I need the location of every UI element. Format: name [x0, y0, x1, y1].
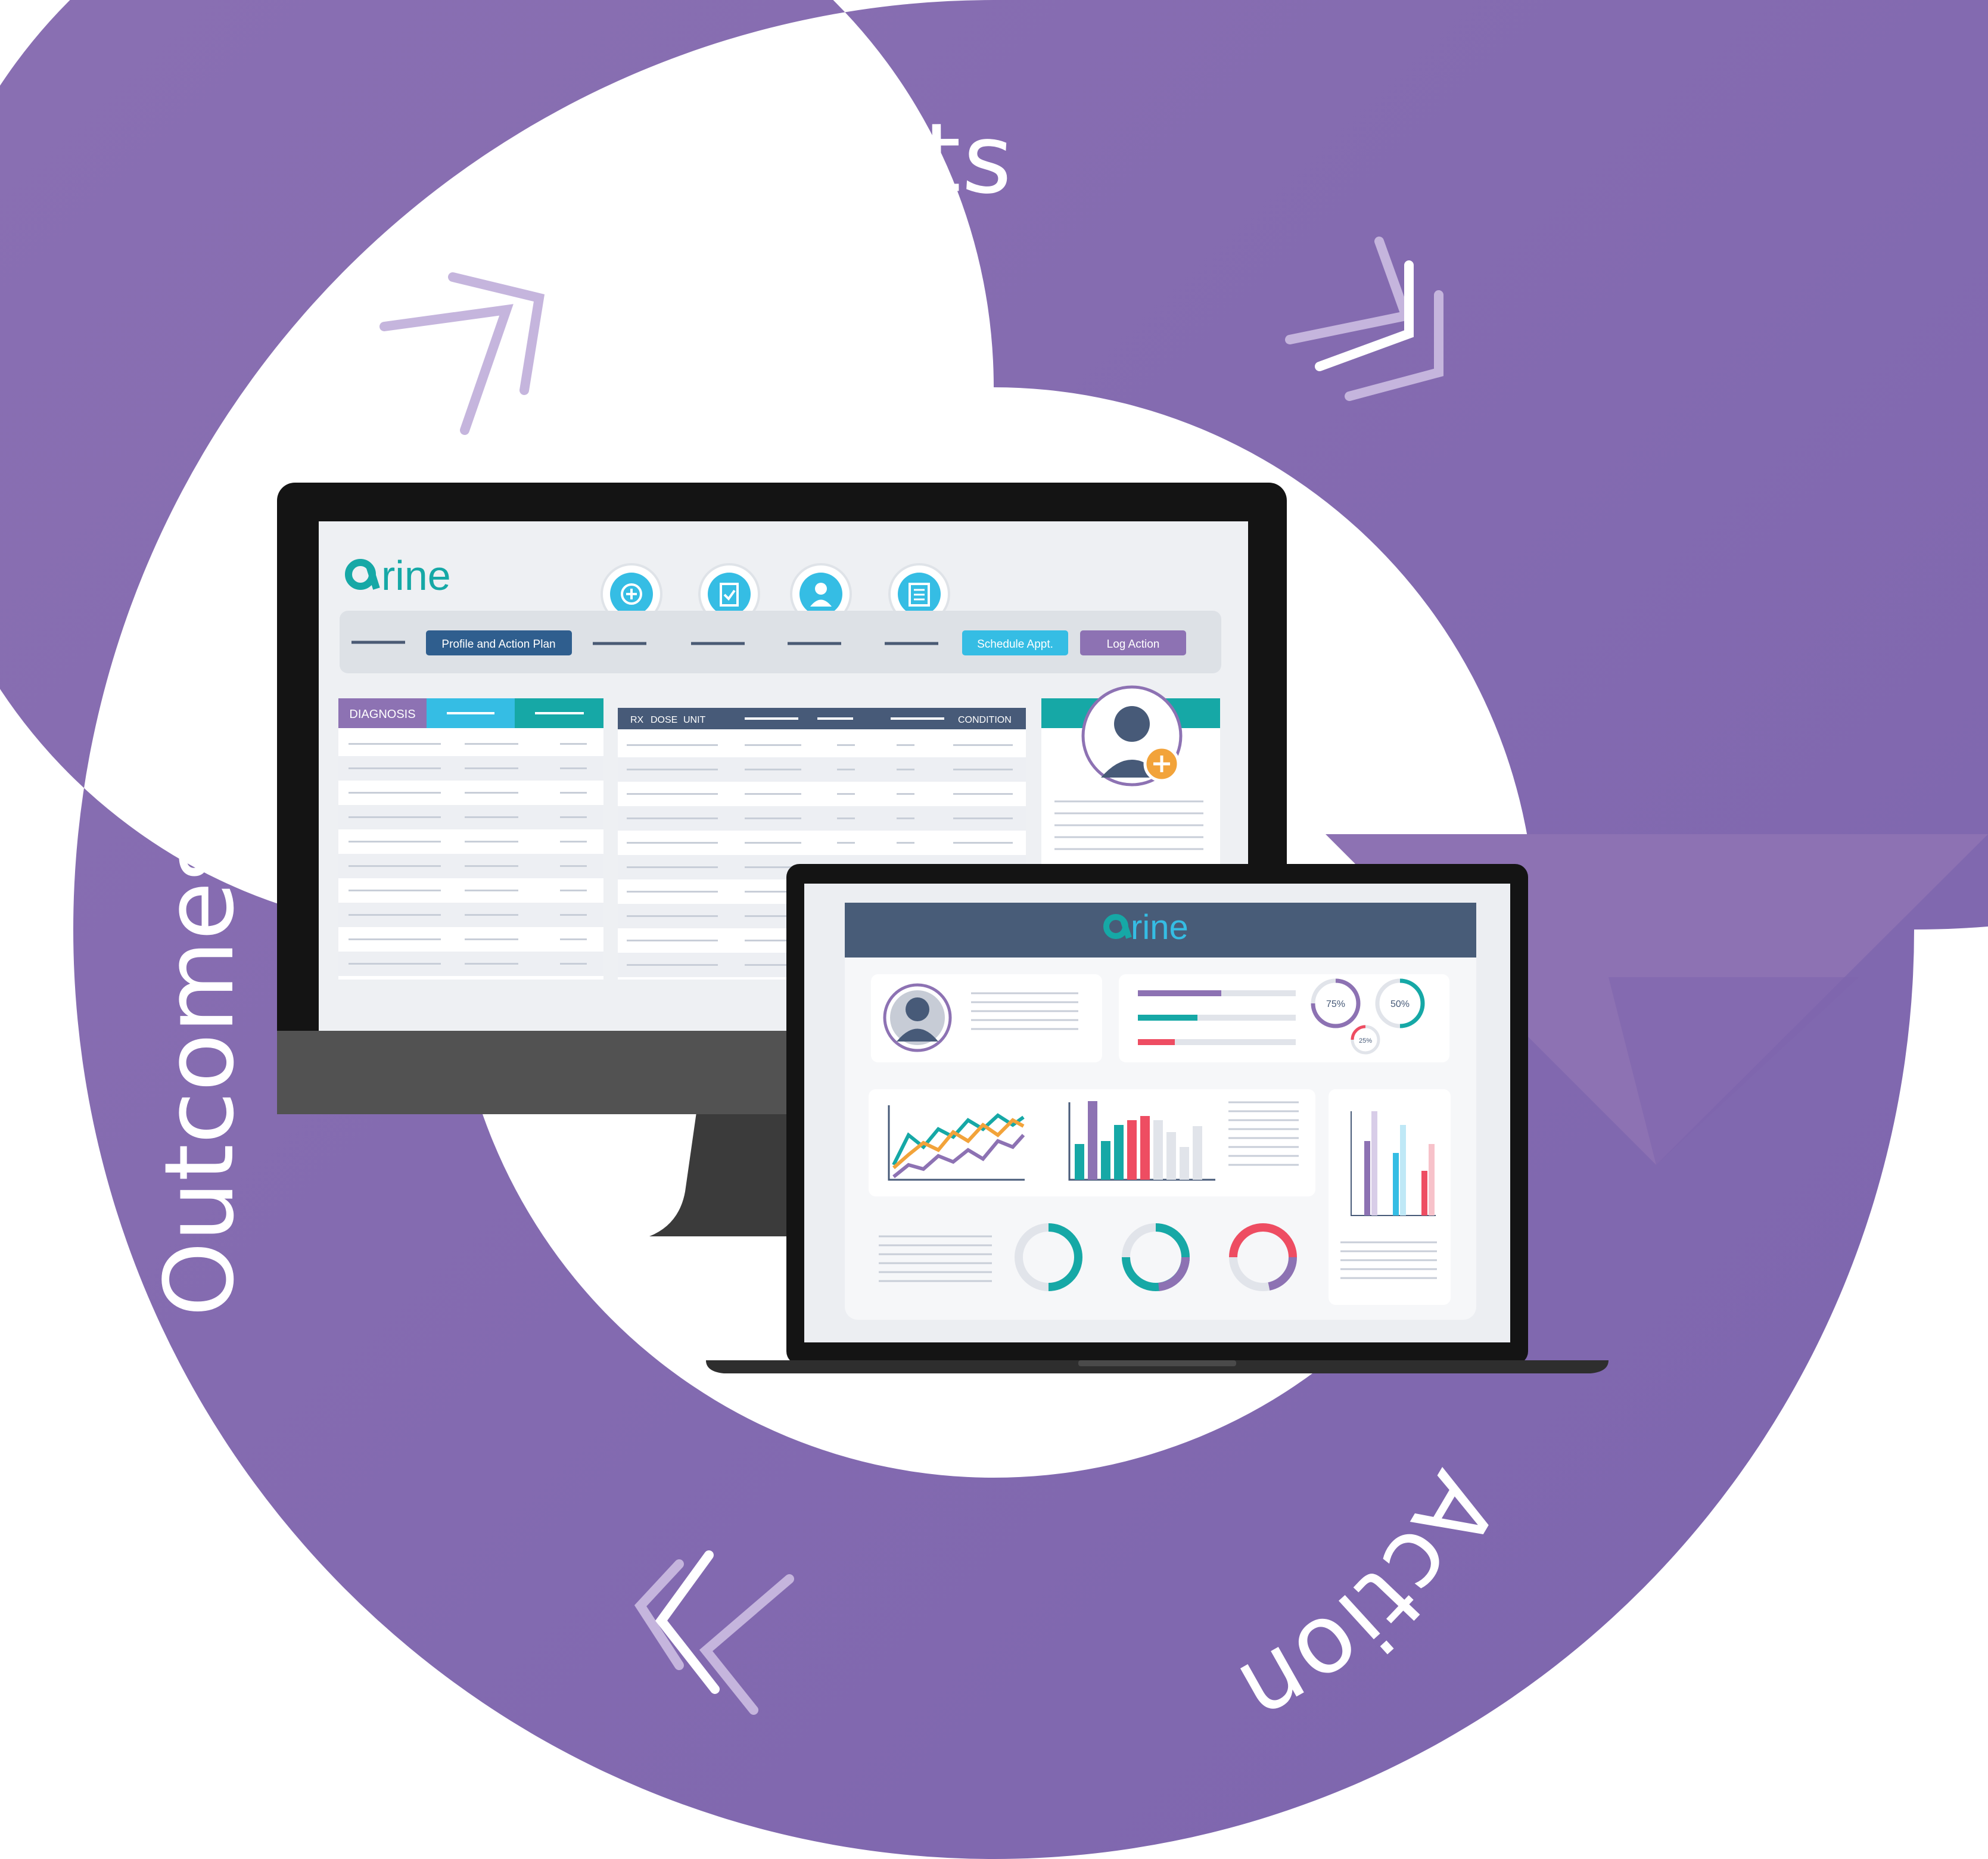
profile-mini-card	[871, 974, 1102, 1062]
chevrons-bottom-left	[634, 1550, 794, 1715]
diagnosis-rows	[338, 743, 603, 976]
line-series-orange	[892, 1118, 1025, 1170]
laptop: rine 75%	[706, 864, 1609, 1373]
svg-text:25%: 25%	[1359, 1037, 1372, 1044]
line-series-purple	[892, 1133, 1025, 1179]
profile-action-plan-button[interactable]: Profile and Action Plan	[426, 630, 572, 655]
svg-text:50%: 50%	[1390, 999, 1410, 1009]
line-series-teal	[892, 1113, 1025, 1166]
col-dose: DOSE	[651, 715, 677, 725]
laptop-base	[706, 1360, 1609, 1373]
chevrons-top-right	[1285, 237, 1443, 401]
gauge-teal: 50%	[1375, 978, 1425, 1028]
dashboard-header	[845, 903, 1476, 958]
gauge-purple: 75%	[1311, 978, 1361, 1028]
document-list-icon[interactable]	[888, 563, 950, 625]
svg-text:Schedule Appt.: Schedule Appt.	[977, 638, 1053, 651]
svg-text:Log Action: Log Action	[1107, 638, 1160, 651]
donut-teal	[1015, 1223, 1082, 1291]
col-unit: UNIT	[683, 715, 706, 725]
progress-gauges-card: 75% 50% 25%	[1119, 974, 1449, 1062]
schedule-appt-button[interactable]: Schedule Appt.	[962, 630, 1068, 655]
progress-bars	[1138, 990, 1296, 1045]
donuts-row	[879, 1223, 1297, 1291]
tab-diagnosis[interactable]	[338, 698, 427, 728]
phone-plus-icon[interactable]	[601, 563, 662, 625]
log-action-button[interactable]: Log Action	[1080, 630, 1186, 655]
donut-red-purple	[1229, 1223, 1297, 1291]
bar-chart	[1068, 1101, 1215, 1181]
vertical-bars-card	[1329, 1089, 1451, 1305]
col-condition: CONDITION	[958, 715, 1012, 725]
svg-text:75%: 75%	[1326, 999, 1345, 1009]
diagnosis-header: DIAGNOSIS	[349, 708, 415, 721]
diagnosis-table: DIAGNOSIS	[338, 698, 603, 980]
insights-label: Insights	[611, 102, 1016, 282]
gauge-red: 25%	[1351, 1025, 1380, 1055]
chevrons-top-left	[379, 272, 545, 435]
toolbar-dashes	[351, 641, 938, 645]
outcomes-label: Outcomes	[144, 832, 255, 1317]
desktop-toolbar	[340, 611, 1221, 673]
laptop-logo-text: rine	[1131, 908, 1189, 947]
donut-teal-purple	[1122, 1223, 1190, 1291]
svg-text:Profile and Action Plan: Profile and Action Plan	[441, 638, 555, 651]
charts-card	[869, 1089, 1315, 1196]
ring-arrowhead-shadow	[1609, 977, 1859, 1165]
desktop-logo: rine	[345, 552, 451, 599]
plus-icon[interactable]	[1143, 745, 1180, 782]
laptop-logo: rine	[1103, 908, 1189, 947]
desktop-logo-text: rine	[381, 552, 451, 599]
col-rx: RX	[630, 715, 644, 725]
